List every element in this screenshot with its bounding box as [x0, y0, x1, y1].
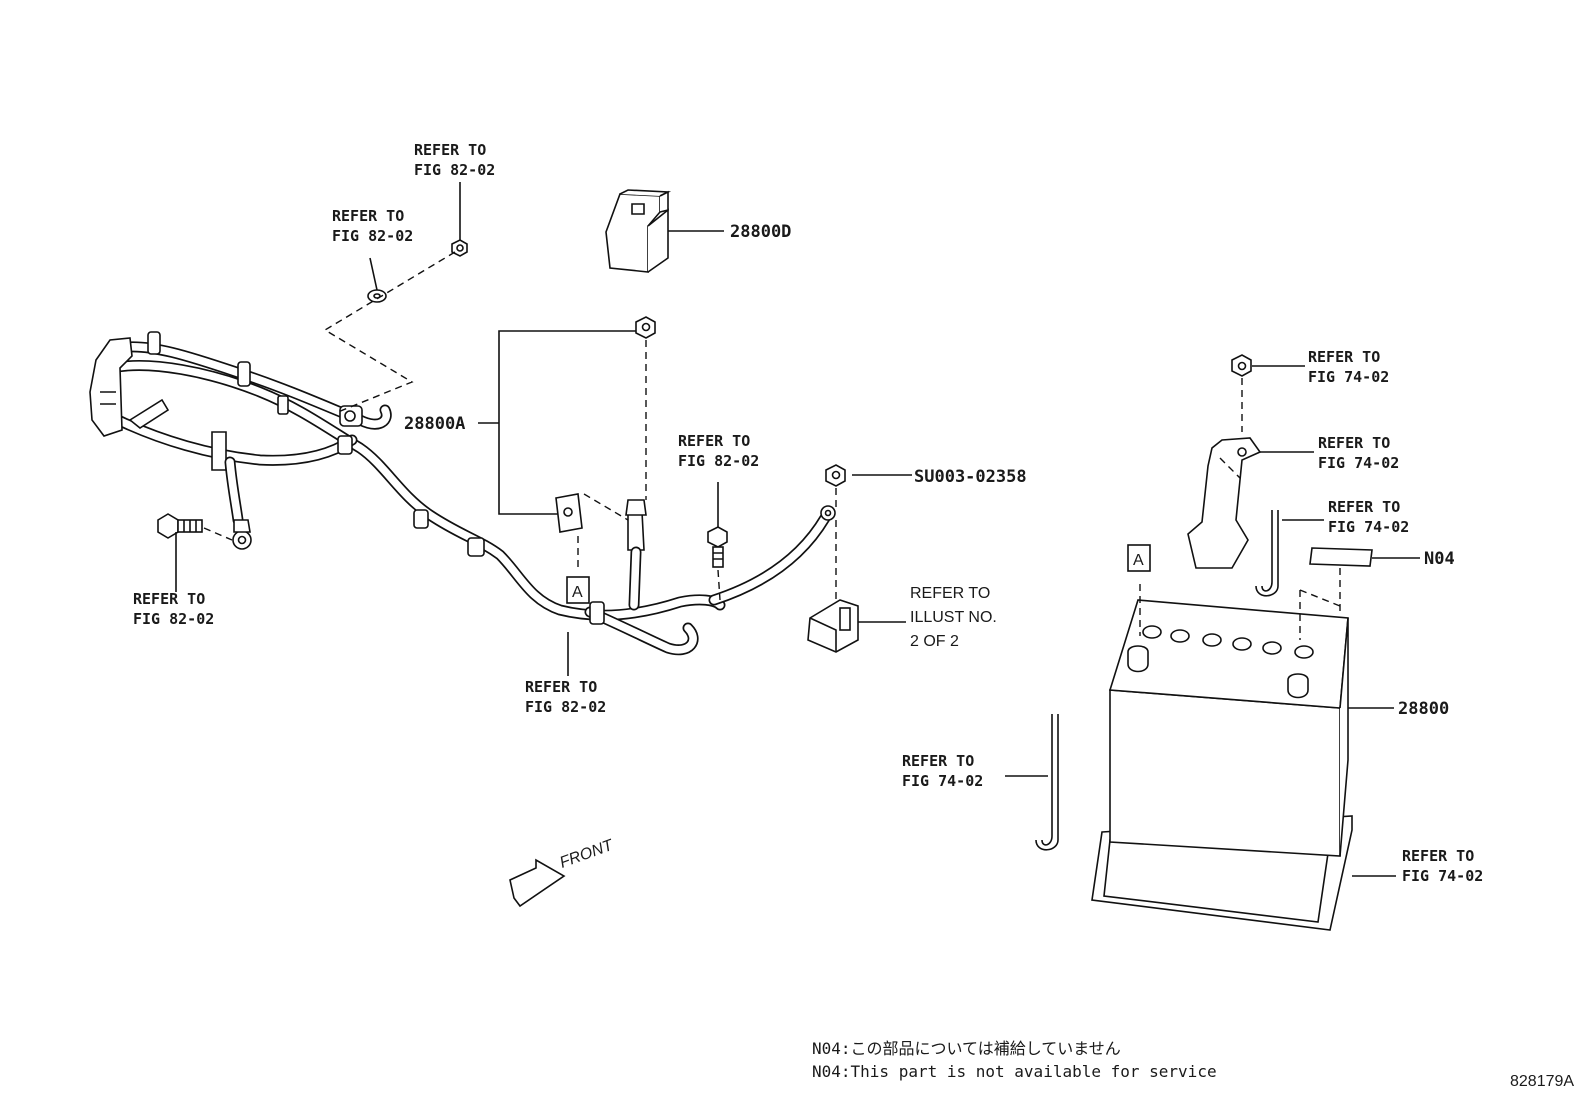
svg-text:A: A: [1133, 552, 1144, 569]
front-label: FRONT: [558, 837, 617, 872]
svg-text:REFER TO: REFER TO: [1328, 498, 1400, 516]
part-number-n04: N04: [1424, 549, 1455, 569]
callout-ref-illust: REFER TO ILLUST NO. 2 OF 2: [910, 585, 997, 650]
battery-assembly: [1035, 354, 1373, 931]
dashed-leaders-right: [1139, 378, 1341, 640]
svg-text:FIG 74-02: FIG 74-02: [1402, 867, 1483, 885]
note-japanese: N04:この部品については補給していません: [812, 1039, 1121, 1058]
svg-text:FIG 74-02: FIG 74-02: [1308, 368, 1389, 386]
part-number-28800d: 28800D: [730, 222, 791, 242]
battery-28800: [1109, 689, 1341, 857]
svg-text:FIG 74-02: FIG 74-02: [1328, 518, 1409, 536]
hold-down-clamp: [1187, 437, 1262, 569]
callout-ref-74-tray: REFER TO FIG 74-02: [1402, 847, 1483, 885]
hardware: [157, 239, 859, 653]
svg-text:FIG 82-02: FIG 82-02: [133, 610, 214, 628]
svg-text:FIG 74-02: FIG 74-02: [1318, 454, 1399, 472]
leader-lines-right: [1005, 365, 1420, 877]
leader-lines: [175, 182, 912, 676]
svg-text:FIG 74-02: FIG 74-02: [902, 772, 983, 790]
figure-id: 828179A: [1510, 1073, 1574, 1090]
svg-text:REFER TO: REFER TO: [902, 752, 974, 770]
terminal-clamp: [807, 599, 859, 653]
callout-ref-74-clamp: REFER TO FIG 74-02: [1318, 434, 1399, 472]
svg-text:REFER TO: REFER TO: [1318, 434, 1390, 452]
svg-text:REFER TO: REFER TO: [525, 678, 597, 696]
svg-text:REFER TO: REFER TO: [1308, 348, 1380, 366]
svg-text:REFER TO: REFER TO: [1402, 847, 1474, 865]
bolt-icon-mid: [707, 526, 728, 568]
svg-text:FIG 82-02: FIG 82-02: [525, 698, 606, 716]
svg-text:A: A: [572, 584, 583, 601]
svg-text:REFER TO: REFER TO: [414, 141, 486, 159]
marker-a-right: A: [1127, 544, 1151, 572]
callout-ref-82-bolt-mid: REFER TO FIG 82-02: [678, 432, 759, 470]
callout-ref-74-nut: REFER TO FIG 74-02: [1308, 348, 1389, 386]
callout-ref-82-cable: REFER TO FIG 82-02: [525, 678, 606, 716]
battery-cable-harness: [89, 331, 836, 656]
terminal-cover-28800d: [605, 189, 672, 273]
svg-text:REFER TO: REFER TO: [133, 590, 205, 608]
svg-text:REFER TO: REFER TO: [910, 585, 990, 602]
front-direction-arrow: FRONT: [509, 837, 617, 908]
label-n04: [1309, 547, 1373, 567]
svg-text:REFER TO: REFER TO: [678, 432, 750, 450]
svg-text:ILLUST NO.: ILLUST NO.: [910, 609, 997, 626]
note-english: N04:This part is not available for servi…: [812, 1062, 1217, 1081]
callout-ref-82-washer: REFER TO FIG 82-02: [332, 207, 413, 245]
bolt-icon: [157, 513, 203, 539]
part-number-28800: 28800: [1398, 699, 1449, 719]
svg-text:REFER TO: REFER TO: [332, 207, 404, 225]
svg-text:2 OF 2: 2 OF 2: [910, 633, 959, 650]
part-number-su003: SU003-02358: [914, 467, 1027, 487]
callout-ref-74-rod-left: REFER TO FIG 74-02: [902, 752, 983, 790]
callout-ref-82-nut: REFER TO FIG 82-02: [414, 141, 495, 179]
marker-a-left: A: [566, 576, 590, 604]
svg-text:FIG 82-02: FIG 82-02: [414, 161, 495, 179]
part-number-28800a: 28800A: [404, 414, 465, 434]
svg-text:FIG 82-02: FIG 82-02: [678, 452, 759, 470]
svg-text:FIG 82-02: FIG 82-02: [332, 227, 413, 245]
callout-ref-82-bolt-left: REFER TO FIG 82-02: [133, 590, 214, 628]
callout-ref-74-rod-right: REFER TO FIG 74-02: [1328, 498, 1409, 536]
dashed-leaders-left: [203, 251, 837, 601]
